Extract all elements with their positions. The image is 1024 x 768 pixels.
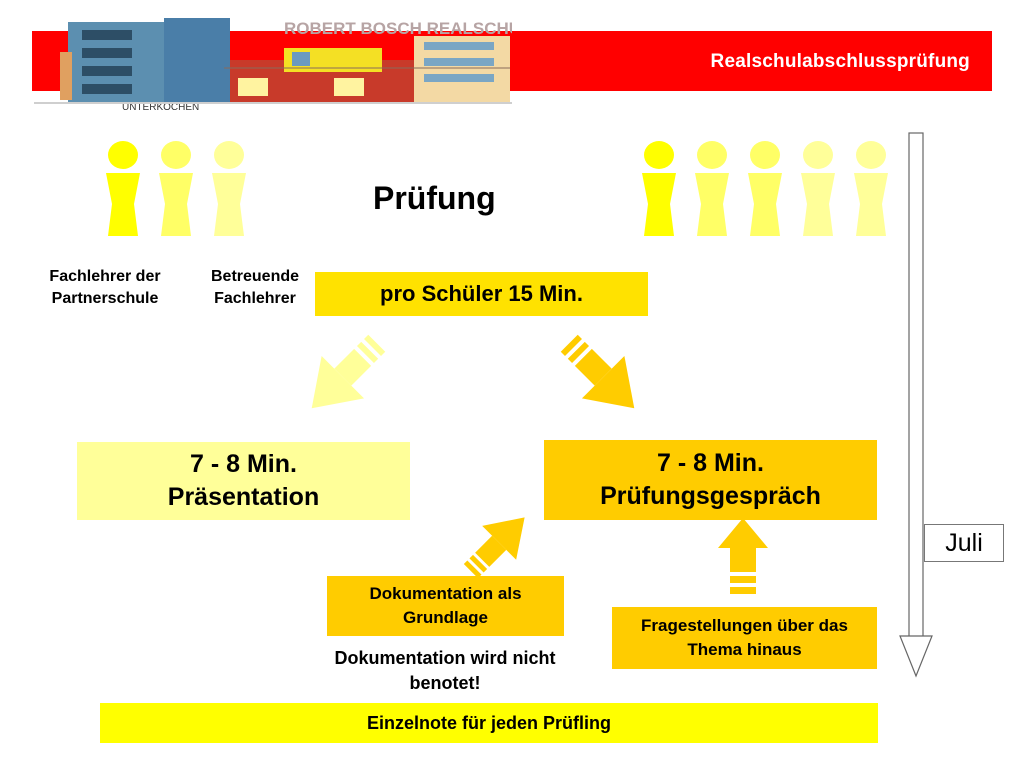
diagram-title: Prüfung [373, 180, 496, 216]
arrow-icon [463, 517, 525, 579]
timeline-label: Juli [924, 524, 1004, 562]
presentation-time: 7 - 8 Min. [190, 450, 297, 478]
timeline-arrow-icon [899, 132, 933, 678]
documentation-basis-box: Dokumentation als Grundlage [327, 576, 564, 636]
student-group [642, 141, 888, 236]
exam-talk-label: Prüfungsgespräch [600, 482, 821, 510]
person-icon [695, 141, 729, 236]
person-icon [748, 141, 782, 236]
presentation-label: Präsentation [167, 483, 320, 511]
teacher-group [106, 141, 246, 236]
questions-box: Fragestellungen über das Thema hinaus [612, 607, 877, 669]
person-icon [106, 141, 140, 236]
arrow-icon [311, 334, 386, 409]
exam-talk-time: 7 - 8 Min. [657, 449, 764, 477]
school-building-logo: ROBERT BOSCH REALSCHULE UNTERKOCHEN [34, 18, 512, 113]
per-student-box: pro Schüler 15 Min. [315, 272, 648, 316]
person-icon [854, 141, 888, 236]
documentation-basis-text: Dokumentation als Grundlage [369, 584, 522, 627]
school-name: ROBERT BOSCH REALSCHULE [284, 19, 512, 38]
presentation-box: 7 - 8 Min. Präsentation [77, 442, 410, 520]
documentation-note: Dokumentation wird nicht benotet! [334, 648, 556, 693]
person-icon [212, 141, 246, 236]
questions-text: Fragestellungen über das Thema hinaus [641, 616, 848, 659]
town-name: UNTERKOCHEN [122, 102, 199, 113]
person-icon [801, 141, 835, 236]
supervising-teacher-label: Betreuende Fachlehrer [210, 268, 300, 307]
arrow-icon [718, 518, 768, 594]
arrow-icon [560, 334, 635, 409]
header-title: Realschulabschlussprüfung [710, 51, 970, 72]
person-icon [159, 141, 193, 236]
final-grade-bar: Einzelnote für jeden Prüfling [100, 703, 878, 743]
exam-talk-box: 7 - 8 Min. Prüfungsgespräch [544, 440, 877, 520]
person-icon [642, 141, 676, 236]
partner-teacher-label: Fachlehrer der Partnerschule [49, 268, 161, 307]
